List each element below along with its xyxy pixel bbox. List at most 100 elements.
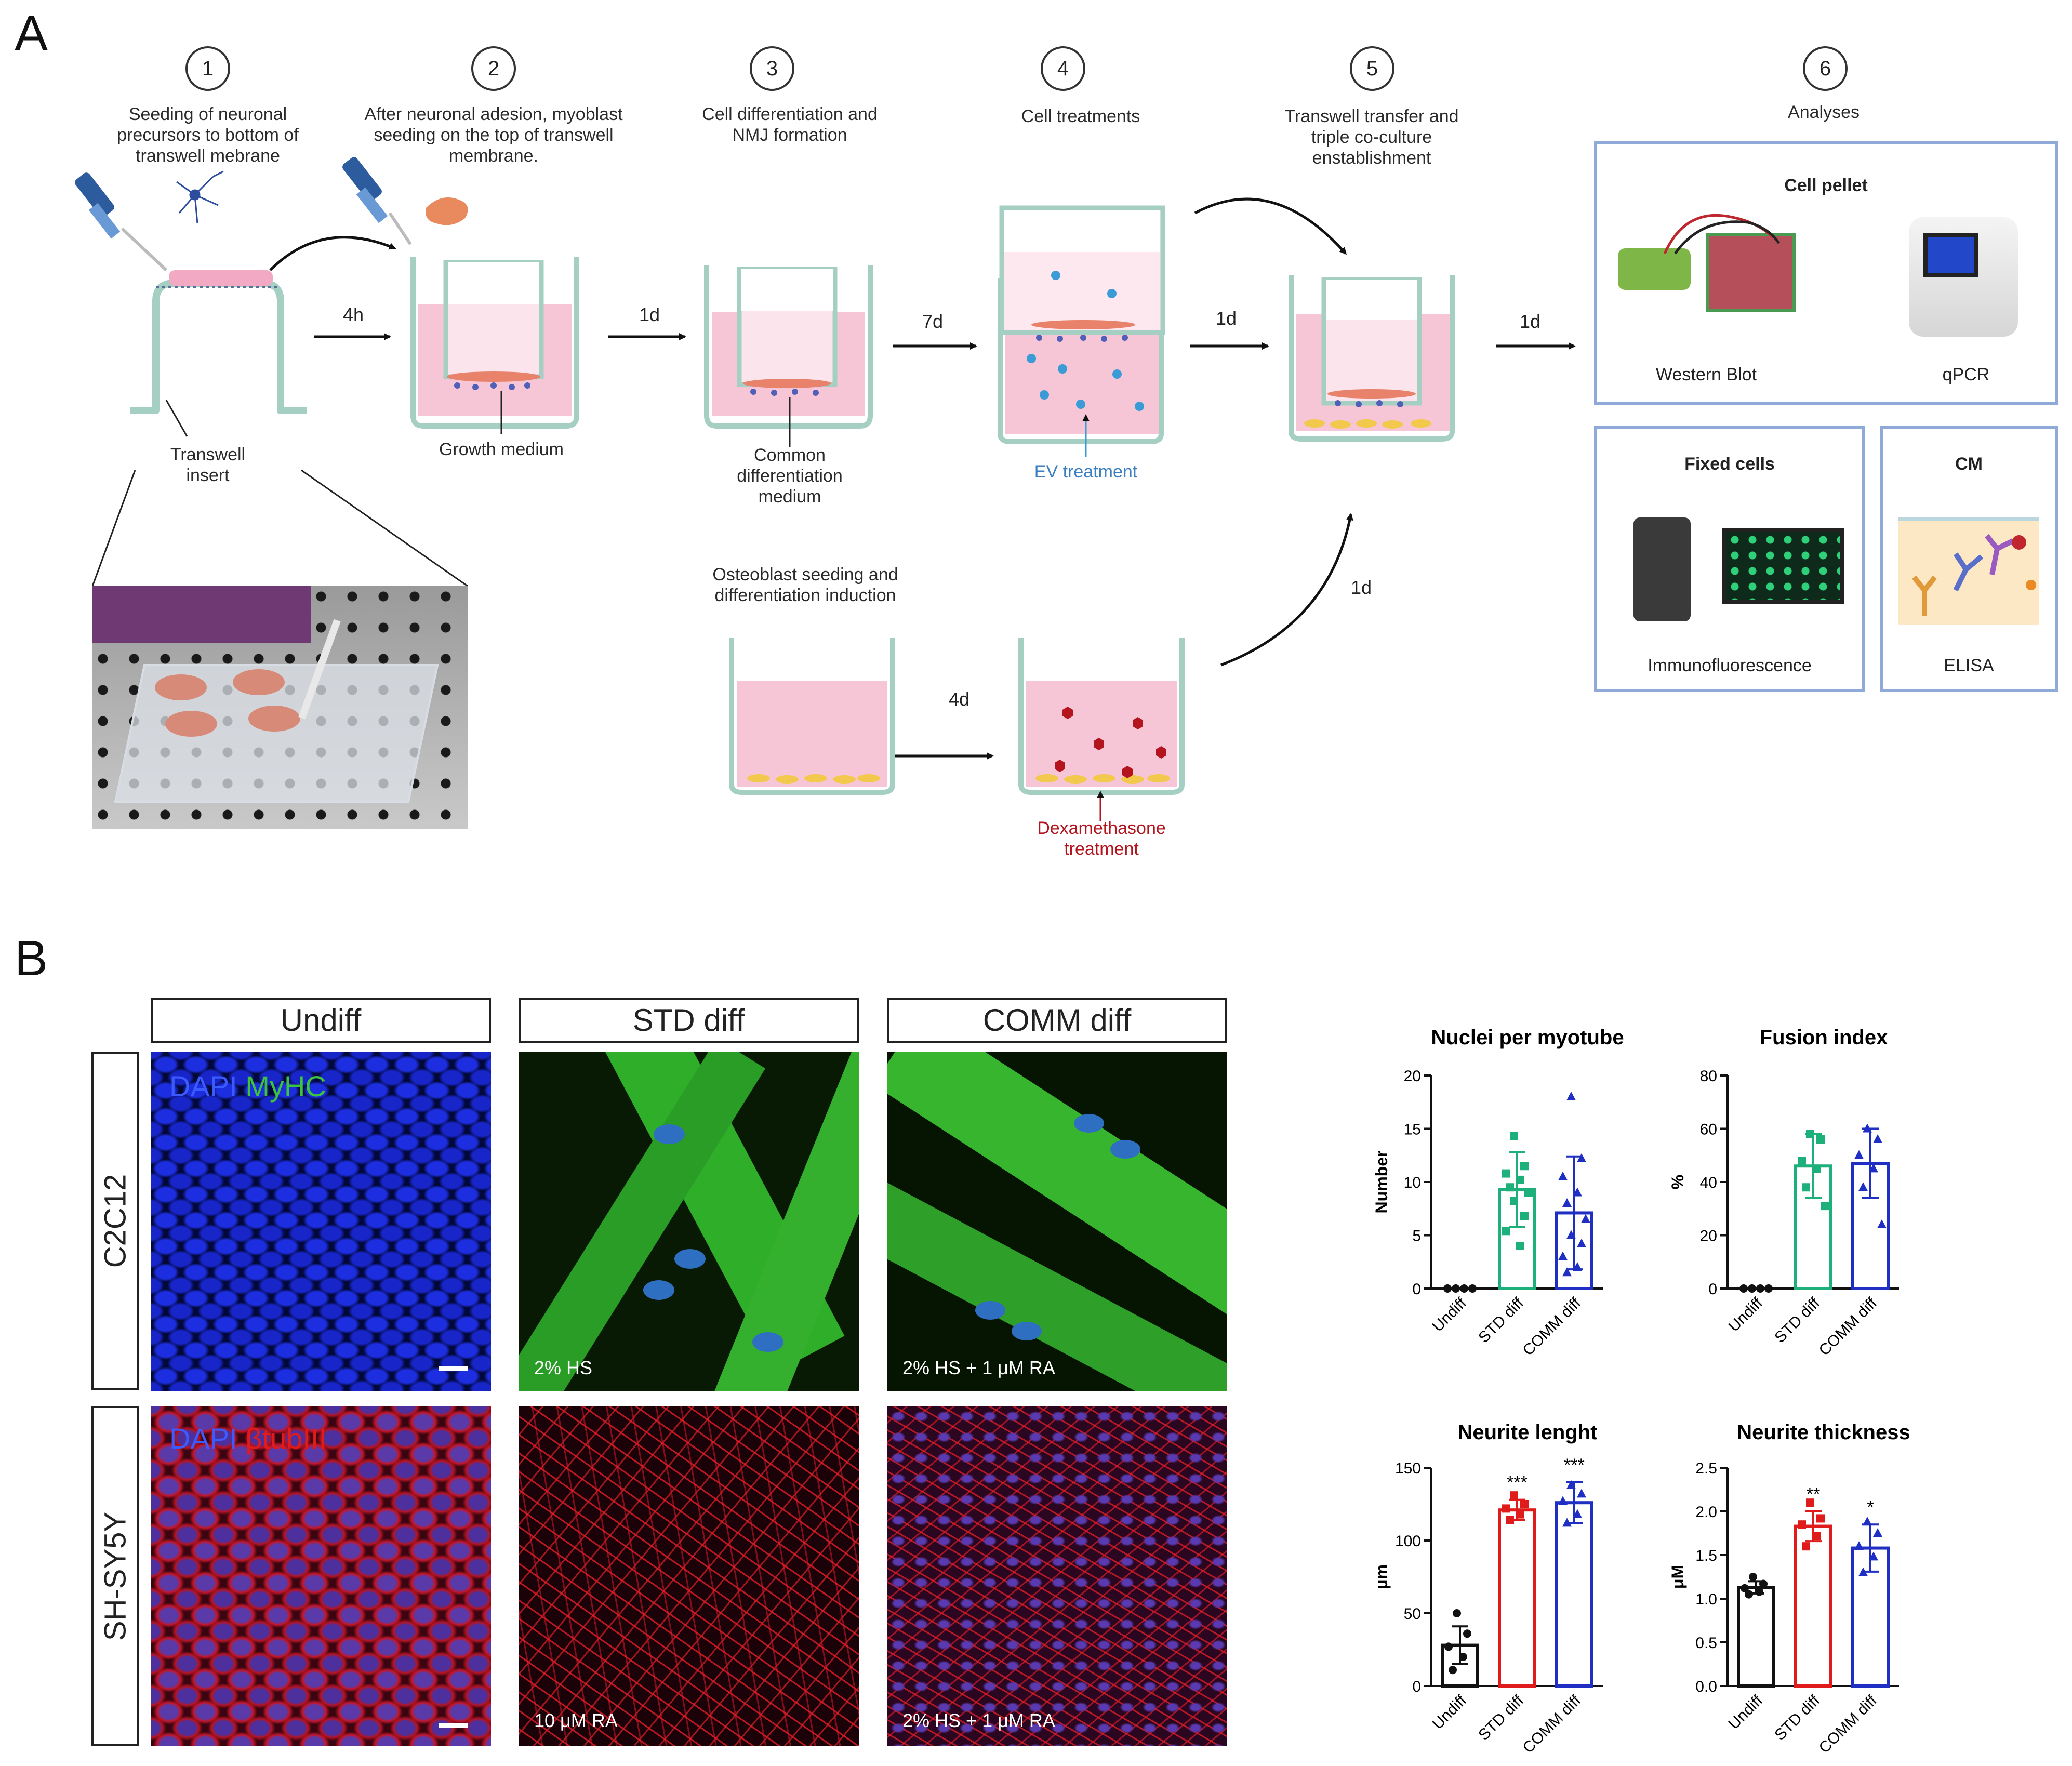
stain-dapi: DAPI (169, 1422, 237, 1455)
data-point (1468, 1284, 1477, 1293)
step-1-circle: 1 (185, 46, 230, 91)
chart-title: Neurite thickness (1737, 1421, 1910, 1444)
data-point (1524, 1188, 1533, 1197)
data-point (1562, 1198, 1572, 1207)
data-point (1558, 1496, 1568, 1505)
label-line: Dexamethasone (1037, 818, 1166, 838)
common-medium-label: Common differentiation medium (707, 445, 873, 507)
data-point (1566, 1480, 1576, 1489)
caption-line: membrane. (449, 146, 538, 166)
micrograph-shsy5y-undiff: DAPI βtubIII (151, 1406, 491, 1746)
significance-label: *** (1507, 1473, 1528, 1493)
data-point (1863, 1517, 1872, 1526)
x-tick-label: COMM diff (1816, 1692, 1881, 1757)
data-point (1749, 1573, 1757, 1581)
scale-bar (439, 1723, 468, 1728)
osteoblast-label: Osteoblast seeding and differentiation i… (696, 564, 914, 606)
row-header-shsy5y: SH-SY5Y (91, 1406, 139, 1746)
caption-line: transwell mebrane (136, 146, 280, 166)
data-point (1502, 1504, 1510, 1513)
data-point (1816, 1135, 1825, 1144)
step-4-caption: Cell treatments (977, 106, 1185, 127)
data-point (1802, 1542, 1810, 1551)
caption-line: Transwell transfer and (1284, 107, 1459, 126)
qpcr-label: qPCR (1942, 365, 1990, 384)
y-tick-label: 1.5 (1695, 1547, 1717, 1564)
data-point (1520, 1500, 1529, 1508)
y-axis-label: μM (1668, 1565, 1687, 1589)
row-label: SH-SY5Y (98, 1511, 132, 1641)
data-point (1764, 1284, 1773, 1293)
data-point (1566, 1092, 1576, 1100)
data-point (1510, 1197, 1518, 1205)
data-point (1854, 1541, 1864, 1550)
y-tick-label: 0 (1708, 1281, 1717, 1298)
data-point (1558, 1251, 1568, 1260)
condition-label: 10 μM RA (534, 1710, 618, 1731)
data-point (1573, 1262, 1582, 1271)
bar (1498, 1508, 1536, 1688)
data-point (1863, 1123, 1872, 1133)
x-tick-label: Undiff (1429, 1692, 1470, 1733)
arrow-label-1d: 1d (639, 304, 660, 325)
caption-line: triple co-culture (1311, 127, 1432, 147)
data-point (1516, 1510, 1524, 1519)
monitor-icon (1722, 528, 1844, 604)
stain-myhc: MyHC (245, 1070, 326, 1103)
arrow-label-7d: 7d (922, 311, 944, 332)
data-point (1573, 1509, 1582, 1518)
data-point (1573, 1187, 1582, 1197)
arrow-label-1d: 1d (1520, 311, 1541, 332)
y-tick-label: 20 (1700, 1228, 1717, 1245)
data-point (1520, 1212, 1529, 1220)
y-tick-label: 100 (1395, 1533, 1421, 1550)
data-point (1452, 1284, 1460, 1293)
data-point (1577, 1489, 1586, 1498)
data-point (1449, 1666, 1457, 1675)
data-point (1755, 1587, 1763, 1596)
data-point (1873, 1528, 1882, 1537)
fixed-cells-box: Fixed cells Immunofluorescence (1594, 426, 1865, 692)
panel-a-letter: A (15, 6, 48, 61)
y-tick-label: 60 (1700, 1121, 1717, 1138)
well-step-5 (1289, 275, 1455, 442)
x-tick-label: Undiff (1725, 1692, 1766, 1733)
column-header-comm-diff: COMM diff (887, 998, 1227, 1043)
cm-title: CM (1955, 454, 1983, 474)
data-point (1854, 1150, 1864, 1159)
data-point (1759, 1579, 1768, 1588)
dexamethasone-label: Dexamethasone treatment (1018, 818, 1185, 859)
arrow-label-1d: 1d (1351, 577, 1372, 598)
data-point (1459, 1653, 1467, 1661)
caption-line: Seeding of neuronal (128, 104, 287, 124)
label-line: Transwell (170, 445, 246, 464)
data-point (1516, 1242, 1524, 1250)
dexamethasone-well (1018, 638, 1185, 795)
data-point (1745, 1590, 1753, 1599)
x-tick-label: STD diff (1771, 1294, 1823, 1346)
condition-label: 2% HS (534, 1357, 593, 1378)
y-tick-label: 2.5 (1695, 1460, 1717, 1477)
ev-particles (1027, 271, 1144, 411)
y-tick-label: 40 (1700, 1174, 1717, 1191)
data-point (1806, 1130, 1814, 1138)
stain-label: DAPI MyHC (169, 1069, 326, 1103)
arrow-label-4h: 4h (343, 304, 364, 325)
micrograph-shsy5y-std-diff: 10 μM RA (519, 1406, 859, 1746)
step-4-circle: 4 (1041, 46, 1085, 91)
x-tick-label: COMM diff (1520, 1692, 1585, 1757)
caption-line: After neuronal adesion, myoblast (364, 104, 623, 124)
data-point (1812, 1532, 1821, 1541)
column-header-undiff: Undiff (151, 998, 491, 1043)
bar (1737, 1586, 1775, 1688)
y-tick-label: 15 (1404, 1121, 1421, 1138)
data-point (1798, 1157, 1806, 1165)
data-point (1821, 1202, 1829, 1211)
data-point (1577, 1238, 1586, 1247)
western-blot-tank (1706, 233, 1796, 312)
y-axis-label: μm (1372, 1564, 1391, 1589)
data-point (1443, 1284, 1452, 1293)
neuron-icon (176, 170, 224, 224)
qpcr-screen (1923, 233, 1978, 277)
step-1-caption: Seeding of neuronal precursors to bottom… (99, 104, 317, 166)
